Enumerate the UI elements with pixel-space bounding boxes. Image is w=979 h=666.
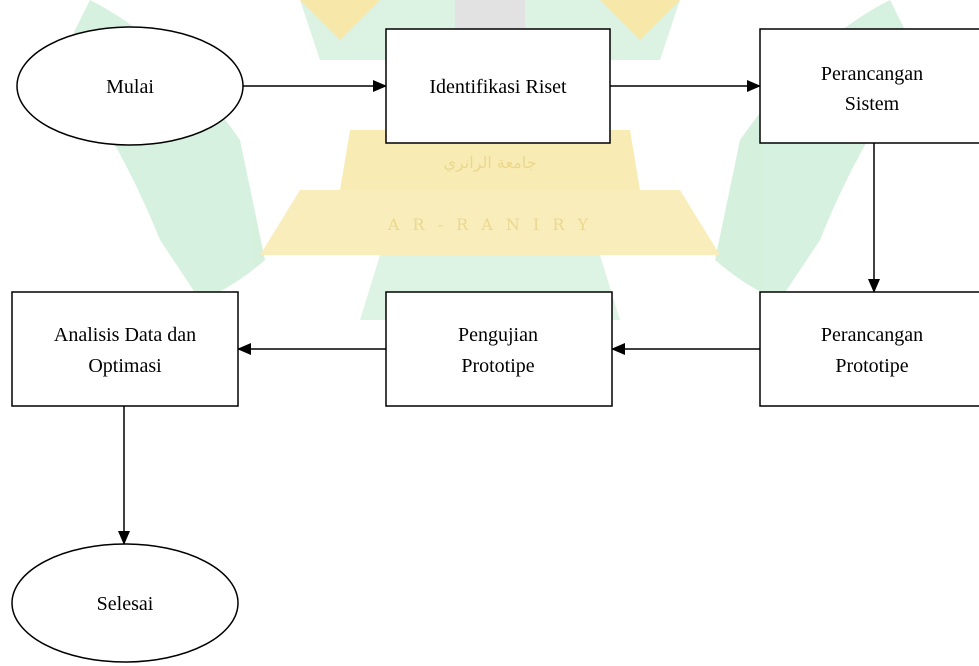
node-identifikasi-riset: Identifikasi Riset — [385, 28, 611, 144]
node-analisis-line1: Analisis Data dan — [54, 324, 196, 346]
process-box — [759, 28, 979, 144]
watermark-latin: A R - R A N I R Y — [387, 215, 592, 234]
node-perancangan-sistem-line1: Perancangan — [821, 63, 923, 85]
process-box — [11, 291, 239, 407]
end-ellipse — [11, 543, 239, 663]
connectors — [118, 80, 880, 545]
node-mulai: Mulai — [16, 26, 244, 146]
start-ellipse — [16, 26, 244, 146]
node-pengujian-line2: Prototipe — [461, 355, 534, 377]
node-analisis-line2: Optimasi — [88, 355, 162, 377]
node-analisis-data: Analisis Data dan Optimasi — [11, 291, 239, 407]
node-perancangan-sistem-line2: Sistem — [845, 93, 900, 115]
node-selesai-label: Selesai — [97, 593, 154, 615]
process-box — [385, 291, 613, 407]
node-selesai: Selesai — [11, 543, 239, 663]
node-pengujian-prototipe: Pengujian Prototipe — [385, 291, 613, 407]
node-perancangan-prototipe-line1: Perancangan — [821, 324, 923, 346]
watermark-arabic: جامعة الرانري — [443, 153, 536, 172]
node-identifikasi-label: Identifikasi Riset — [429, 76, 567, 98]
process-box — [759, 291, 979, 407]
node-perancangan-sistem: Perancangan Sistem — [759, 28, 979, 144]
process-box — [385, 28, 611, 144]
node-perancangan-prototipe-line2: Prototipe — [835, 355, 908, 377]
node-perancangan-prototipe: Perancangan Prototipe — [759, 291, 979, 407]
node-pengujian-line1: Pengujian — [458, 324, 538, 346]
node-mulai-label: Mulai — [106, 76, 154, 98]
